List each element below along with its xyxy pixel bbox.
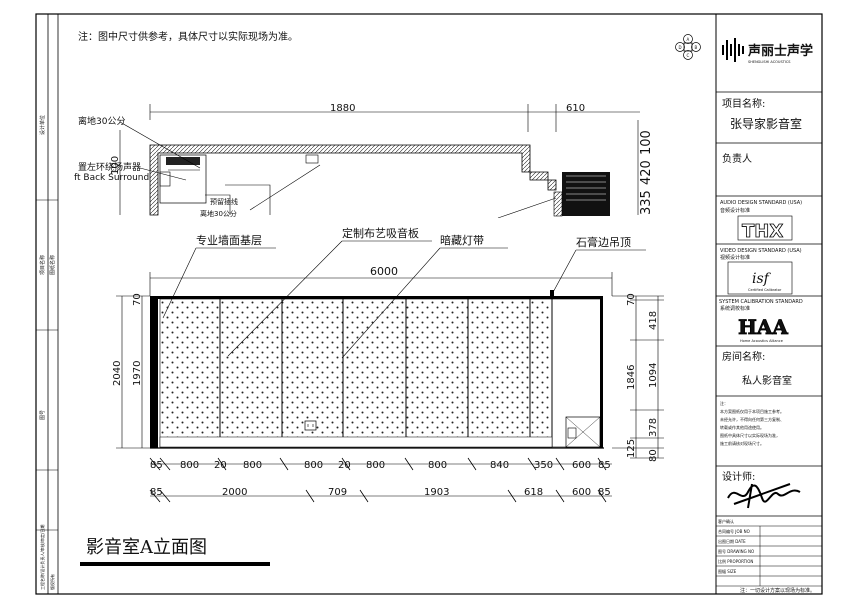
bottom1-10: 600 [572, 460, 591, 471]
svg-text:A: A [687, 37, 690, 42]
svg-text:D: D [679, 45, 682, 50]
left-side-strip: 设计单位 项目名称 图纸名称 图号 工程名称/设计负责人/审核/审定/日期 版权… [36, 14, 59, 594]
svg-text:C: C [687, 53, 690, 58]
remark-5: 施工前请核对现场尺寸。 [720, 440, 764, 446]
remark-4: 图纸中具体尺寸以实际现场为准， [720, 432, 780, 438]
info-row-1: 合同编号 JOB NO [718, 528, 750, 534]
std2-cn: 视频设计标准 [720, 254, 750, 261]
bottom2-6: 85 [598, 487, 611, 498]
elevation-left-dim-1: 2040 [112, 361, 123, 386]
bottom1-3: 800 [243, 460, 262, 471]
bottom1-6: 800 [366, 460, 385, 471]
plan-small-1: 预留插线 [210, 197, 238, 206]
bottom1-8: 840 [490, 460, 509, 471]
plan-dim-left: 100 [110, 156, 121, 175]
std3-cn: 系统调校标准 [720, 305, 750, 312]
brand-logo-icon [722, 38, 744, 62]
bottom2-0: 85 [150, 487, 163, 498]
elevation-right-total: 1846 [626, 365, 637, 390]
bottom1-0: 85 [150, 460, 163, 471]
haa-logo: HAA [738, 315, 788, 339]
elevation-right-small: 70 [626, 293, 637, 306]
std2-label: VIDEO DESIGN STANDARD (USA) [720, 248, 802, 254]
remark-3: 转载或作其他用途使用。 [720, 424, 764, 430]
std1-label: AUDIO DESIGN STANDARD (USA) [720, 200, 802, 206]
elevation-right-dim-4: 125 [626, 439, 637, 458]
bottom2-1: 2000 [222, 487, 247, 498]
callout-fabric-panel: 定制布艺吸音板 [342, 226, 419, 240]
info-row-0: 客户确认 [718, 518, 734, 524]
remark-2: 未经允许，不得向任何第三方复制、 [720, 416, 784, 422]
info-row-4: 比例 PROPORTION [718, 558, 753, 564]
title-block: 声丽士声学 SHENGLISHI ACOUSTICS 项目名称: 张导家影音室 … [715, 14, 822, 594]
bottom1-4: 800 [304, 460, 323, 471]
footer-note: 注：一切设计方案以现场为标准。 [740, 587, 815, 594]
isf-logo: isf [752, 271, 772, 287]
scale-note: 注：图中尺寸供参考，具体尺寸以实际现场为准。 [78, 30, 298, 43]
manager-label: 负责人 [722, 152, 752, 165]
side-strip-6: 版权所有 [49, 574, 55, 590]
bottom2-3: 1903 [424, 487, 449, 498]
bottom1-5: 20 [338, 460, 351, 471]
thx-logo: THX [742, 221, 783, 242]
plan-small-2: 离地30公分 [200, 209, 237, 218]
plan-dim-side-3: 100 [639, 130, 654, 155]
room-name: 私人影音室 [742, 374, 792, 387]
project-name: 张导家影音室 [730, 116, 802, 131]
plan-dim-side-2: 420 [639, 160, 654, 185]
isf-logo-sub: Certified Calibrator [748, 288, 782, 292]
plan-dim-top-1: 1880 [330, 103, 355, 114]
callout-gypsum-ceiling: 石膏边吊顶 [576, 235, 631, 249]
elevation-right-dim-2: 1094 [648, 363, 659, 388]
callout-wall-base: 专业墙面基层 [196, 233, 262, 247]
designer-signature [727, 483, 801, 509]
callout-hidden-light: 暗藏灯带 [440, 233, 484, 247]
bottom2-4: 618 [524, 487, 543, 498]
side-strip-4: 图号 [40, 410, 46, 420]
title-underline [80, 562, 270, 566]
side-strip-3: 图纸名称 [49, 255, 56, 275]
brand-name: 声丽士声学 [747, 43, 813, 59]
remark-0: 注： [720, 400, 728, 406]
std1-cn: 音频设计标准 [720, 207, 750, 214]
side-strip-2: 项目名称 [39, 255, 46, 275]
section-mark-icon: A D B C [675, 34, 701, 60]
plan-dim-top-2: 610 [566, 103, 585, 114]
svg-text:B: B [695, 45, 698, 50]
elevation-left-dim-small: 70 [132, 293, 143, 306]
designer-label: 设计师: [722, 470, 755, 483]
elevation-right-dim-3: 378 [648, 418, 659, 437]
side-strip-5: 工程名称/设计负责人/审核/审定/日期 [39, 525, 45, 590]
plan-height-note: 离地30公分 [78, 115, 125, 127]
info-row-5: 图幅 SIZE [718, 568, 737, 574]
project-label: 项目名称: [722, 97, 765, 110]
plan-fragment: 1880 610 100 335 420 100 离地30公 [74, 103, 654, 219]
std3-label: SYSTEM CALIBRATION STANDARD [719, 299, 803, 305]
side-strip-1: 设计单位 [39, 115, 46, 135]
remark-1: 本方案图纸仅用于本项目施工参考。 [720, 408, 784, 414]
bottom1-1: 800 [180, 460, 199, 471]
elevation-right-dim-5: 80 [648, 449, 659, 462]
info-row-3: 图号 DRAWING NO [718, 548, 754, 554]
haa-logo-sub: Home Acoustics Alliance [740, 339, 783, 343]
info-row-2: 出图日期 DATE [718, 538, 746, 544]
bottom1-7: 800 [428, 460, 447, 471]
plan-dim-side-1: 335 [639, 190, 654, 215]
sheet-border [35, 13, 823, 595]
elevation-total-width: 6000 [370, 265, 398, 278]
plan-surround-en: ft Back Surround [74, 173, 149, 183]
bottom1-9: 350 [534, 460, 553, 471]
bottom1-2: 20 [214, 460, 227, 471]
elevation-left-dim-2: 1970 [132, 361, 143, 386]
bottom2-2: 709 [328, 487, 347, 498]
elevation-right-dim-1: 418 [648, 311, 659, 330]
room-label: 房间名称: [722, 350, 765, 363]
elevation-view: 6000 2040 1970 [112, 265, 664, 503]
drawing-title: 影音室A立面图 [86, 537, 207, 558]
bottom1-11: 85 [598, 460, 611, 471]
plan-surround-label: 置左环绕扬声器 [78, 161, 141, 173]
brand-sub: SHENGLISHI ACOUSTICS [748, 60, 791, 64]
bottom2-5: 600 [572, 487, 591, 498]
